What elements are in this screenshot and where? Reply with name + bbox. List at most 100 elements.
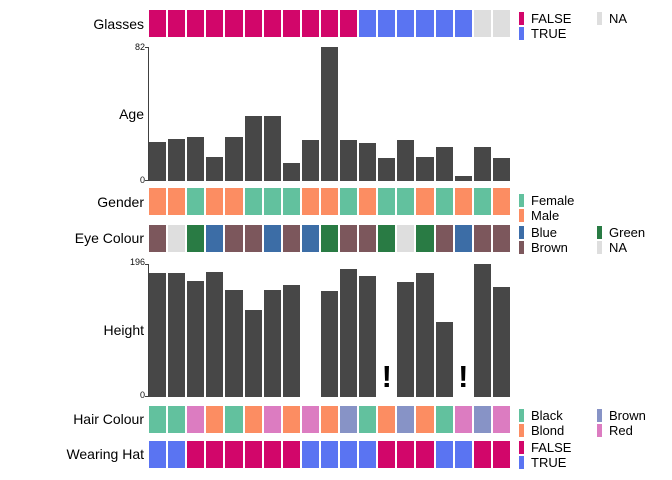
height-bar bbox=[168, 272, 186, 397]
height-axis-bottom-tick bbox=[145, 396, 148, 397]
age-bar bbox=[454, 176, 472, 181]
row-label-eye-colour: Eye Colour bbox=[74, 230, 144, 246]
legend-label: Blue bbox=[531, 225, 558, 240]
glasses-tile-false bbox=[263, 10, 281, 37]
glasses-tile-true bbox=[378, 10, 396, 37]
height-bar bbox=[492, 287, 510, 397]
wearing_hat-tile-false bbox=[416, 441, 434, 468]
eye_colour-tile-blue bbox=[301, 225, 319, 252]
hair-black-swatch bbox=[519, 409, 524, 422]
height-bar-cell bbox=[397, 264, 415, 397]
hair_colour-tile-red bbox=[492, 406, 510, 433]
row-label-age: Age bbox=[119, 106, 144, 122]
na-swatch bbox=[597, 12, 602, 25]
gender-tile-male bbox=[320, 188, 339, 215]
legend-item-true: TRUE bbox=[519, 26, 583, 41]
wearing_hat-tile-true bbox=[435, 441, 453, 468]
legend-item-brown: Brown bbox=[597, 408, 661, 423]
eye_colour-tile-green bbox=[378, 225, 396, 252]
gender-tile-female bbox=[187, 188, 205, 215]
age-bar bbox=[187, 136, 205, 181]
glasses-tile-true bbox=[359, 10, 377, 37]
gender-tile-male bbox=[206, 188, 224, 215]
height-bar-cell bbox=[302, 264, 319, 397]
hair_colour-tile-blond bbox=[416, 406, 434, 433]
glasses-tile-na bbox=[473, 10, 491, 37]
wearing_hat-tile-true bbox=[320, 441, 339, 468]
legend-item-na: NA bbox=[597, 11, 661, 26]
eye-brown-swatch bbox=[519, 241, 524, 254]
age-axis-bottom-tick bbox=[145, 180, 148, 181]
hair_colour-tile-red bbox=[187, 406, 205, 433]
wearing_hat-tile-false bbox=[473, 441, 491, 468]
gender-tile-female bbox=[282, 188, 300, 215]
eye_colour-tile-blue bbox=[263, 225, 281, 252]
age-bar-cell bbox=[454, 47, 472, 181]
age-bar-chart bbox=[149, 47, 510, 181]
gender-tile-male bbox=[149, 188, 167, 215]
height-bar bbox=[435, 322, 453, 397]
wearing_hat-tile-false bbox=[492, 441, 510, 468]
age-bar bbox=[492, 158, 510, 181]
hair_colour-tile-blond bbox=[206, 406, 224, 433]
wearing_hat-tile-false bbox=[397, 441, 415, 468]
hair-colour-strip bbox=[149, 406, 510, 433]
legend-label: NA bbox=[609, 240, 628, 255]
age-bar bbox=[378, 158, 396, 181]
age-bar bbox=[397, 140, 415, 181]
legend-item-black: Black bbox=[519, 408, 583, 423]
height-bar bbox=[473, 264, 491, 397]
age-bar bbox=[473, 146, 491, 181]
age-bar-cell bbox=[168, 47, 186, 181]
legend-label: Male bbox=[531, 208, 560, 223]
wearing_hat-tile-false bbox=[282, 441, 300, 468]
glasses-strip bbox=[149, 10, 510, 37]
age-bar bbox=[320, 47, 339, 181]
wearing-hat-strip bbox=[149, 441, 510, 468]
height-bar bbox=[225, 290, 243, 397]
legend-label: Green bbox=[609, 225, 646, 240]
gender-legend: Female Male bbox=[519, 193, 583, 223]
age-bar-cell bbox=[149, 47, 167, 181]
age-axis-top-tick bbox=[145, 47, 148, 48]
gender-tile-female bbox=[378, 188, 396, 215]
height-bar bbox=[320, 291, 339, 397]
height-bar-cell bbox=[206, 264, 224, 397]
wearing_hat-tile-false bbox=[263, 441, 281, 468]
wearing_hat-tile-false bbox=[244, 441, 262, 468]
height-bar bbox=[187, 280, 205, 397]
legend-item-na: NA bbox=[597, 240, 661, 255]
glasses-tile-false bbox=[301, 10, 319, 37]
gender-tile-male bbox=[416, 188, 434, 215]
glasses-tile-false bbox=[320, 10, 339, 37]
age-bar-cell bbox=[206, 47, 224, 181]
gender-tile-female bbox=[263, 188, 281, 215]
wearing_hat-tile-false bbox=[187, 441, 205, 468]
hair_colour-tile-red bbox=[263, 406, 281, 433]
age-bar-cell bbox=[473, 47, 491, 181]
glasses-tile-true bbox=[397, 10, 415, 37]
legend-item-female: Female bbox=[519, 193, 583, 208]
age-bar-cell bbox=[282, 47, 300, 181]
height-bar-cell bbox=[473, 264, 491, 397]
legend-label: NA bbox=[609, 11, 628, 26]
true-swatch bbox=[519, 27, 524, 40]
glasses-tile-false bbox=[244, 10, 262, 37]
glasses-tile-false bbox=[225, 10, 243, 37]
hair_colour-tile-red bbox=[454, 406, 472, 433]
wearing_hat-tile-true bbox=[340, 441, 358, 468]
hair_colour-tile-blond bbox=[320, 406, 339, 433]
eye-colour-strip bbox=[149, 225, 510, 252]
gender-tile-male bbox=[168, 188, 186, 215]
false-swatch bbox=[519, 12, 524, 25]
legend-label: Blond bbox=[531, 423, 565, 438]
age-bar bbox=[416, 156, 434, 181]
age-bar-cell bbox=[397, 47, 415, 181]
wearing_hat-tile-true bbox=[454, 441, 472, 468]
gender-tile-female bbox=[435, 188, 453, 215]
eye_colour-tile-blue bbox=[206, 225, 224, 252]
age-bar bbox=[301, 140, 319, 181]
height-bar bbox=[244, 310, 262, 397]
height-bar bbox=[397, 282, 415, 397]
eye_colour-tile-brown bbox=[492, 225, 510, 252]
